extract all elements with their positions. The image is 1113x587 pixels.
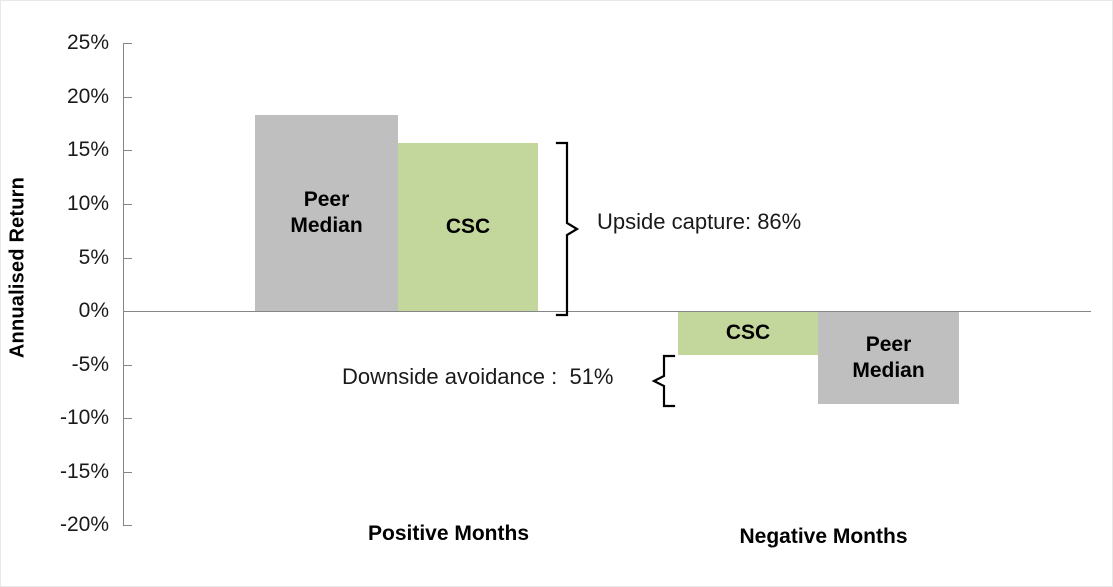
bar-positive-peer-median[interactable]: Peer Median (255, 115, 398, 311)
y-tick-label: 10% (66, 192, 109, 215)
y-tick-mark (123, 525, 132, 526)
downside-avoidance-brace (646, 352, 680, 410)
y-axis-title: Annualised Return (6, 176, 29, 359)
y-tick-label: -10% (59, 406, 109, 429)
y-tick-mark (123, 43, 132, 44)
y-tick-mark (123, 204, 132, 205)
zero-baseline (123, 311, 1091, 312)
downside-avoidance-label: Downside avoidance : 51% (342, 364, 614, 389)
bar-positive-csc[interactable]: CSC (398, 143, 538, 311)
y-tick-mark (123, 418, 132, 419)
bar-negative-csc[interactable]: CSC (678, 312, 818, 355)
y-tick-mark (123, 365, 132, 366)
y-axis-line (123, 43, 124, 526)
bar-label: Peer Median (852, 332, 925, 382)
y-tick-label: -5% (71, 353, 109, 376)
bar-negative-peer-median[interactable]: Peer Median (818, 312, 959, 404)
bar-label: CSC (725, 321, 771, 345)
y-tick-mark (123, 97, 132, 98)
y-tick-mark (123, 258, 132, 259)
y-tick-label: 25% (66, 31, 109, 54)
y-tick-label: 20% (66, 85, 109, 108)
y-tick-label: 0% (78, 299, 109, 322)
y-tick-label: -15% (59, 460, 109, 483)
category-label-negative-months: Negative Months (739, 525, 908, 548)
bar-label: CSC (445, 214, 491, 238)
y-tick-label: -20% (59, 513, 109, 536)
y-tick-mark (123, 150, 132, 151)
upside-capture-label: Upside capture: 86% (597, 209, 802, 234)
y-tick-mark (123, 472, 132, 473)
y-tick-label: 5% (78, 246, 109, 269)
y-tick-label: 15% (66, 138, 109, 161)
bar-label: Peer Median (290, 187, 363, 237)
category-label-positive-months: Positive Months (367, 522, 530, 545)
upside-capture-brace (553, 137, 593, 321)
